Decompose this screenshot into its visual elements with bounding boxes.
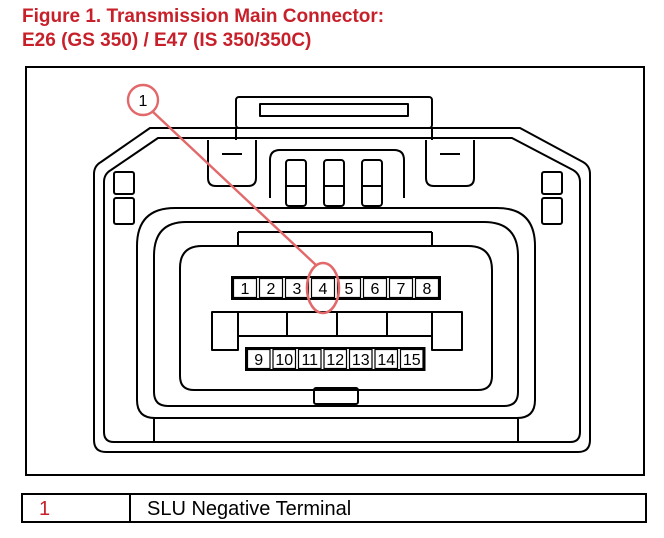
bottom-pin-cell: [272, 348, 297, 370]
latch-slot-2: [323, 159, 345, 207]
callout-highlight-ring: [305, 261, 341, 315]
side-nub-left-upper: [113, 171, 135, 195]
top-pin-cell: [310, 277, 336, 299]
figure-frame: [25, 66, 645, 476]
side-nub-left-lower: [113, 197, 135, 225]
figure-title-line-2: E26 (GS 350) / E47 (IS 350/350C): [22, 30, 312, 51]
side-nub-right-upper: [541, 171, 563, 195]
bottom-pin-cell: [323, 348, 348, 370]
bottom-pin-cell: [374, 348, 399, 370]
key-rail-left: [211, 311, 239, 351]
bottom-guide: [313, 387, 359, 405]
connector-housing-inner: [103, 137, 581, 443]
mating-recess-inner: [153, 221, 519, 407]
bottom-pin-cell: [399, 348, 424, 370]
pin-label-10: 10: [275, 352, 293, 369]
pin-label-5: 5: [345, 281, 354, 298]
latch-slot-1: [285, 159, 307, 207]
callout-leader-line: [151, 110, 318, 267]
pin-label-7: 7: [397, 281, 406, 298]
bottom-pin-cell: [297, 348, 322, 370]
top-pin-cell: [284, 277, 310, 299]
key-rail-right: [431, 311, 463, 351]
pin-label-11: 11: [301, 352, 318, 369]
pin-label-14: 14: [377, 352, 395, 369]
top-pin-cell: [388, 277, 414, 299]
pin-label-12: 12: [326, 352, 344, 369]
top-pin-cell: [232, 277, 258, 299]
pin-label-15: 15: [403, 352, 421, 369]
lock-tab-outer: [235, 96, 433, 129]
latch-bracket: [269, 149, 405, 198]
bottom-pin-cell: [348, 348, 373, 370]
pin-label-2: 2: [267, 281, 276, 298]
top-pin-cell: [258, 277, 284, 299]
lock-tab-inner: [259, 103, 409, 117]
latch-slot-3: [361, 159, 383, 207]
pin-label-9: 9: [254, 352, 263, 369]
callout-bubble: [126, 83, 160, 117]
guide-right: [425, 140, 475, 187]
top-pin-cell: [336, 277, 362, 299]
legend-row-number: 1: [39, 498, 51, 520]
pin-row-bottom: 9 10 11 12 13 14 15: [245, 347, 426, 371]
guide-left: [207, 140, 257, 187]
pin-label-8: 8: [423, 281, 432, 298]
pin-label-3: 3: [293, 281, 302, 298]
bottom-pin-strip: [245, 347, 426, 371]
top-pin-cell: [414, 277, 440, 299]
callout-number: 1: [139, 93, 148, 110]
legend-row-description: SLU Negative Terminal: [147, 498, 352, 520]
figure-title-line-1: Figure 1. Transmission Main Connector:: [22, 6, 385, 27]
pin-label-1: 1: [241, 281, 250, 298]
legend-divider: [129, 495, 131, 521]
top-pin-cell: [362, 277, 388, 299]
connector-housing-outer: [93, 127, 591, 453]
callout-1: 1: [126, 83, 341, 315]
pin-label-13: 13: [352, 352, 370, 369]
legend-table: 1 SLU Negative Terminal: [21, 493, 647, 523]
side-nub-right-lower: [541, 197, 563, 225]
pin-label-6: 6: [371, 281, 380, 298]
top-pin-strip: [231, 276, 441, 300]
bottom-pin-cell: [246, 348, 271, 370]
pin-label-4: 4: [319, 281, 328, 298]
pin-cavity: [179, 245, 493, 391]
